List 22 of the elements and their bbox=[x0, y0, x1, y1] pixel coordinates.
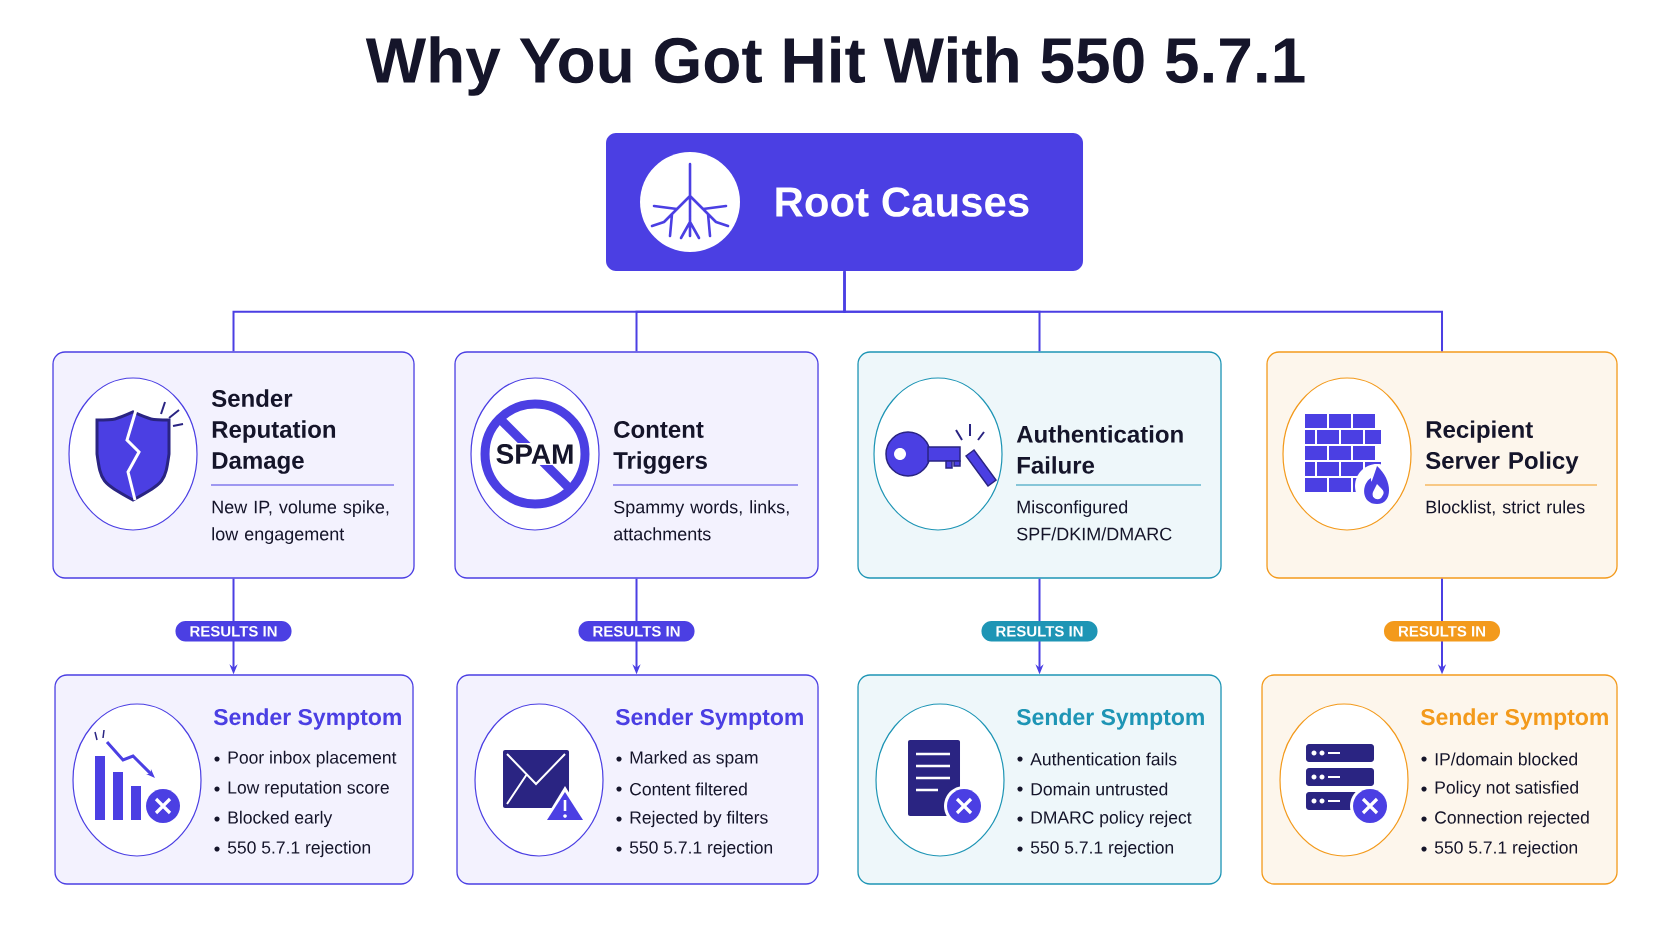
node-label: Marked as spam bbox=[630, 750, 758, 768]
node-label: Poor inbox placement bbox=[228, 750, 397, 768]
node-label: Sender Symptom bbox=[615, 708, 803, 730]
node-label: Content filtered bbox=[630, 782, 747, 796]
node-label: Low reputation score bbox=[228, 780, 389, 798]
node-label: Blocked early bbox=[228, 810, 333, 828]
node-label: Domain untrusted bbox=[1031, 782, 1168, 796]
node-label: 550 5.7.1 rejection bbox=[1434, 840, 1578, 858]
node-label: 550 5.7.1 rejection bbox=[1030, 840, 1174, 858]
node-label: Sender Symptom bbox=[213, 708, 401, 730]
title: Why You Got Hit With 550 5.7.1 bbox=[365, 36, 1305, 96]
node-label: 550 5.7.1 rejection bbox=[629, 840, 773, 858]
node-label: DMARC policy reject bbox=[1031, 810, 1192, 828]
node-label: Connection rejected bbox=[1435, 810, 1589, 828]
node-label: Sender Symptom bbox=[1016, 708, 1204, 730]
node-label: Policy not satisfied bbox=[1435, 780, 1578, 798]
node-label: IP/domain blocked bbox=[1435, 752, 1578, 766]
connector bbox=[843, 270, 1443, 353]
node-label: Authentication fails bbox=[1030, 752, 1177, 766]
node-label: Sender Symptom bbox=[1420, 708, 1608, 730]
node-label: Rejected by filters bbox=[630, 810, 768, 828]
node-label: 550 5.7.1 rejection bbox=[227, 840, 371, 858]
